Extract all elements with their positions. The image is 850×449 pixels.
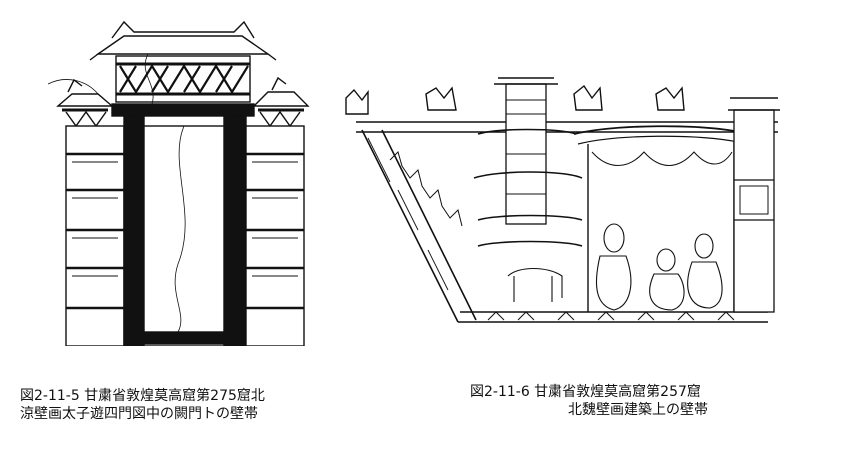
caption-left-line1: 図2-11-5 甘粛省敦煌莫高窟第275窟北 [20,388,265,404]
gate-tower-drawing [47,20,310,346]
caption-right-line2: 北魏壁画建築上の壁帯 [568,402,708,418]
mural-architecture-drawing [345,77,780,323]
caption-left-line2: 涼壁画太子遊四門図中の闕門トの壁帯 [20,406,258,422]
caption-right-line1: 図2-11-6 甘粛省敦煌莫高窟第257窟 [470,384,701,400]
figure-caption-right: 図2-11-6 甘粛省敦煌莫高窟第257窟 北魏壁画建築上の壁帯 [470,383,708,419]
figure-caption-left: 図2-11-5 甘粛省敦煌莫高窟第275窟北 涼壁画太子遊四門図中の闕門トの壁帯 [20,387,265,423]
